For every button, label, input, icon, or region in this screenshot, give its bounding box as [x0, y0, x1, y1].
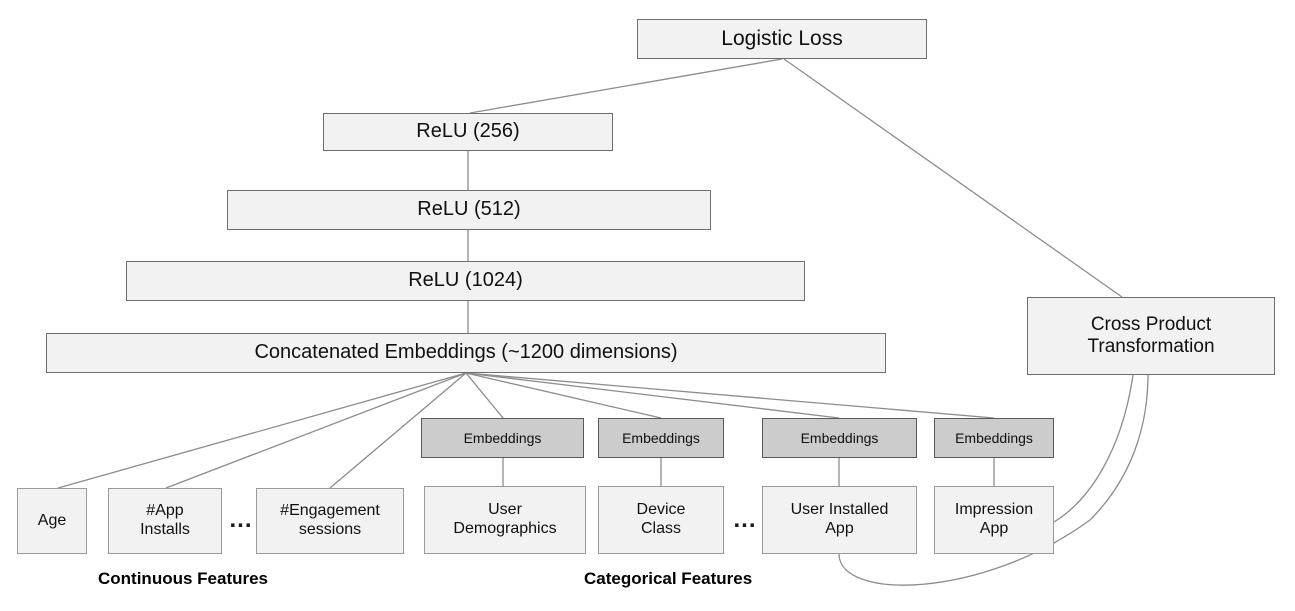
node-embeddings-3[interactable]: Embeddings [934, 418, 1054, 458]
node-continuous-feature-0[interactable]: Age [17, 488, 87, 554]
node-logistic-loss[interactable]: Logistic Loss [637, 19, 927, 59]
node-embeddings-0[interactable]: Embeddings [421, 418, 584, 458]
node-embeddings-2[interactable]: Embeddings [762, 418, 917, 458]
node-relu-1024[interactable]: ReLU (1024) [126, 261, 805, 301]
node-label: Embeddings [955, 429, 1033, 446]
edge-loss-to-cross [783, 58, 1123, 298]
ellipsis-separator-1: ... [733, 506, 757, 533]
edge-concat-to-emb-4 [465, 372, 995, 419]
group-label-0: Continuous Features [98, 569, 269, 588]
node-label: Embeddings [622, 429, 700, 446]
group-label-1: Categorical Features [584, 569, 753, 588]
edge-loss-to-relu256 [469, 58, 783, 114]
node-label: ReLU (1024) [408, 269, 523, 292]
node-label: Age [37, 511, 67, 529]
node-label: Logistic Loss [721, 26, 843, 50]
node-relu-512[interactable]: ReLU (512) [227, 190, 711, 230]
node-concatenated-embeddings[interactable]: Concatenated Embeddings (~1200 dimension… [46, 333, 886, 373]
edge-impression-to-cross [1053, 374, 1134, 523]
ellipsis-separator-0: ... [229, 506, 253, 533]
node-label: ReLU (256) [416, 120, 520, 143]
edge-concat-to-emb-2 [465, 372, 662, 419]
node-label: Embeddings [800, 429, 879, 446]
node-relu-256[interactable]: ReLU (256) [323, 113, 613, 151]
node-label: ReLU (512) [417, 198, 521, 221]
node-embeddings-1[interactable]: Embeddings [598, 418, 724, 458]
edge-concat-to-emb-1 [465, 372, 504, 419]
edge-concat-to-emb-3 [465, 372, 840, 419]
node-label: Concatenated Embeddings (~1200 dimension… [254, 341, 678, 364]
node-label: Embeddings [463, 429, 542, 446]
edge-concat-to-age [57, 372, 467, 489]
